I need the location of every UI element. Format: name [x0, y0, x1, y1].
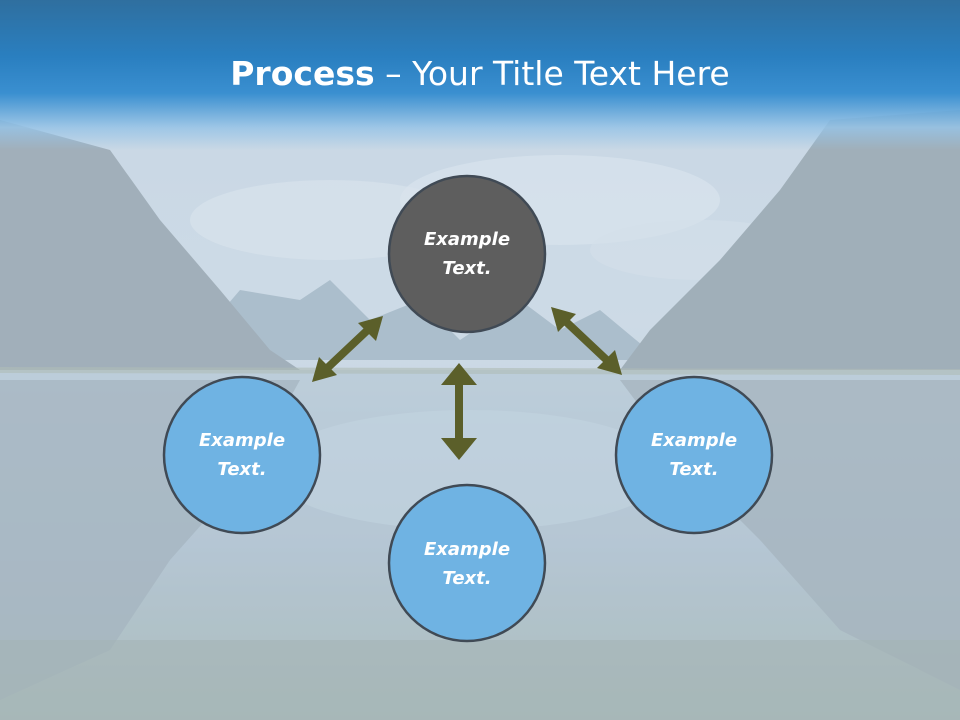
node-right-line2: Text.	[669, 459, 719, 480]
node-left-line2: Text.	[217, 459, 267, 480]
node-bottom-label: Example Text.	[387, 535, 547, 593]
node-top-line2: Text.	[442, 258, 492, 279]
node-top-circle	[387, 174, 547, 334]
node-right-line1: Example	[650, 430, 738, 451]
title-bold: Process	[230, 54, 375, 93]
title-rest: – Your Title Text Here	[374, 54, 730, 93]
node-top-label: Example Text.	[387, 225, 547, 283]
node-top-line1: Example	[423, 229, 511, 250]
node-bottom-line2: Text.	[442, 568, 492, 589]
arrow-top-left	[312, 316, 383, 382]
arrow-top-right	[551, 307, 622, 375]
node-right-circle	[614, 375, 774, 535]
node-bottom-circle	[387, 483, 547, 643]
node-right-label: Example Text.	[614, 426, 774, 484]
arrow-top-bottom	[441, 363, 477, 460]
node-bottom-line1: Example	[423, 539, 511, 560]
node-left-line1: Example	[198, 430, 286, 451]
node-left-circle	[162, 375, 322, 535]
slide-title: Process – Your Title Text Here	[0, 52, 960, 96]
node-left-label: Example Text.	[162, 426, 322, 484]
header-band	[0, 0, 960, 150]
